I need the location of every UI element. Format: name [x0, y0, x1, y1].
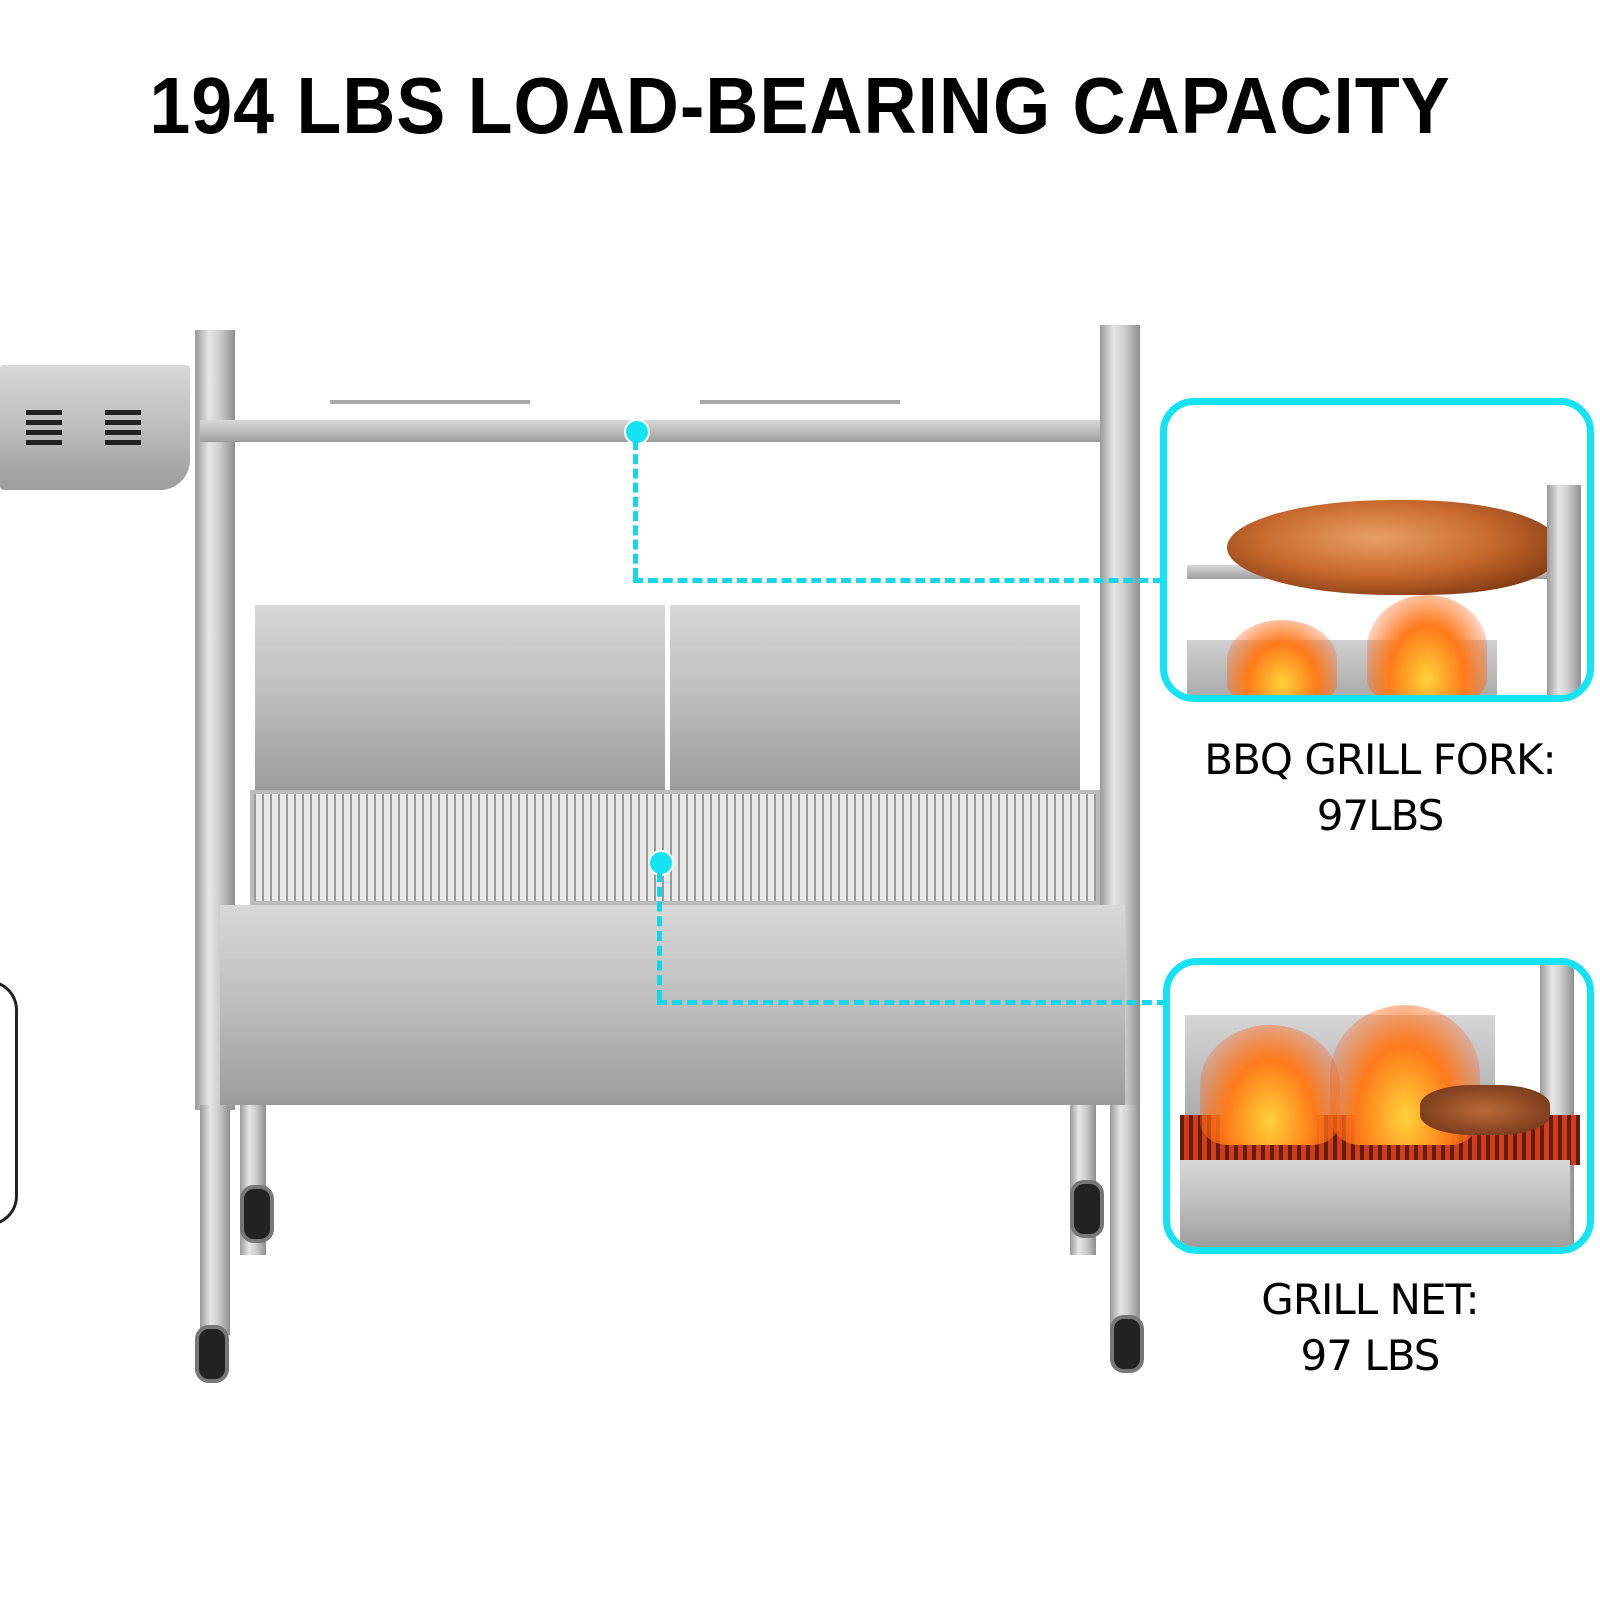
callout-bbq-grill-fork	[1160, 398, 1594, 702]
wind-shield-left	[255, 605, 665, 790]
roasted-pig-image	[1227, 500, 1557, 595]
callout-grill-net	[1163, 958, 1594, 1254]
fork-connector	[633, 440, 638, 578]
fire-box	[1180, 1160, 1570, 1247]
label-value: 97LBS	[1316, 791, 1445, 840]
net-connector	[657, 872, 662, 1000]
grill-net	[250, 790, 1100, 905]
flame-icon	[1367, 595, 1487, 695]
spit-rod	[200, 420, 1100, 442]
caster-wheel	[1070, 1180, 1104, 1238]
fork-left	[330, 400, 530, 404]
net-connector	[657, 1000, 1167, 1005]
page-title: 194 LBS LOAD-BEARING CAPACITY	[149, 61, 1451, 150]
fire-box	[220, 905, 1125, 1105]
product-illustration	[0, 320, 1144, 1420]
label-line: BBQ GRILL FORK:	[1204, 735, 1556, 784]
vent-icon	[105, 410, 141, 446]
leg	[200, 1105, 230, 1335]
upright	[1547, 485, 1581, 695]
flame-icon	[1227, 620, 1337, 695]
motor-box	[0, 365, 190, 490]
vent-icon	[26, 410, 62, 446]
caster-wheel	[195, 1325, 229, 1383]
roast-meat-image	[1420, 1085, 1550, 1135]
label-value: 97 LBS	[1300, 1331, 1441, 1380]
caster-wheel	[1110, 1315, 1144, 1373]
label-line: GRILL NET:	[1261, 1275, 1479, 1324]
leg	[1110, 1105, 1140, 1335]
power-cord	[0, 980, 18, 1226]
fork-connector	[633, 578, 1163, 583]
flame-icon	[1200, 1025, 1340, 1145]
fork-right	[700, 400, 900, 404]
callout-label-grill-net: GRILL NET: 97 LBS	[1200, 1272, 1540, 1384]
wind-shield-right	[670, 605, 1080, 790]
callout-label-bbq-grill-fork: BBQ GRILL FORK: 97LBS	[1170, 732, 1590, 844]
caster-wheel	[240, 1185, 274, 1243]
